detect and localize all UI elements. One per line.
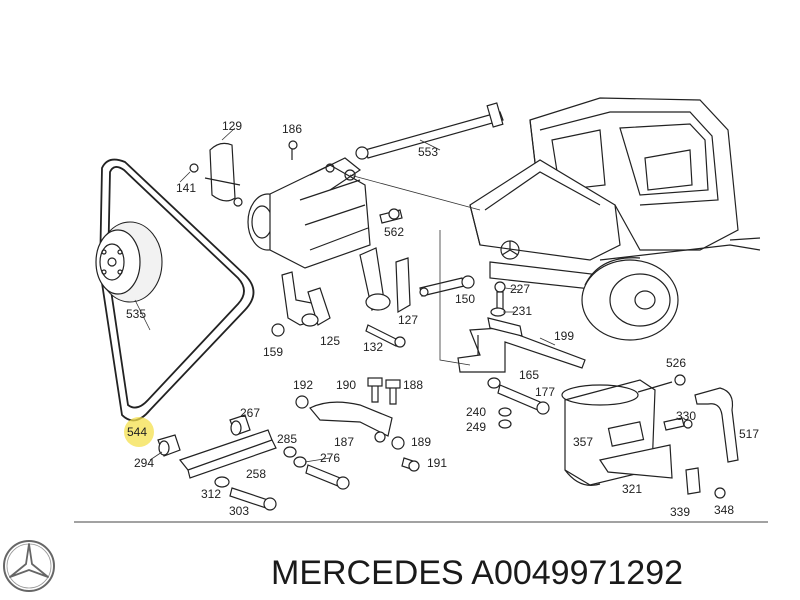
label-553: 553 [418, 145, 438, 159]
label-191: 191 [427, 456, 447, 470]
label-330: 330 [676, 409, 696, 423]
label-132: 132 [363, 340, 383, 354]
label-199: 199 [554, 329, 574, 343]
bracket-199 [439, 230, 586, 373]
receiver-drier-357 [561, 374, 739, 499]
label-285: 285 [277, 432, 297, 446]
label-258: 258 [246, 467, 266, 481]
tensioner-187 [295, 377, 405, 450]
label-150: 150 [455, 292, 475, 306]
label-231: 231 [512, 304, 532, 318]
label-303: 303 [229, 504, 249, 518]
label-339: 339 [670, 505, 690, 519]
label-267: 267 [240, 406, 260, 420]
label-276: 276 [320, 451, 340, 465]
label-526: 526 [666, 356, 686, 370]
label-348: 348 [714, 503, 734, 517]
label-127: 127 [398, 313, 418, 327]
label-187: 187 [334, 435, 354, 449]
brand-part-number: MERCEDES A0049971292 [271, 554, 683, 592]
ac-compressor [247, 140, 371, 269]
label-125: 125 [320, 334, 340, 348]
label-517: 517 [739, 427, 759, 441]
label-186: 186 [282, 122, 302, 136]
part-number-labels: 129 186 553 141 562 535 150 227 231 127 … [126, 119, 759, 519]
label-177: 177 [535, 385, 555, 399]
label-159: 159 [263, 345, 283, 359]
truck-illustration [469, 97, 761, 341]
adjusting-plate-285 [157, 414, 420, 511]
label-188: 188 [403, 378, 423, 392]
label-249: 249 [466, 420, 486, 434]
label-562: 562 [384, 225, 404, 239]
bolt-562 [379, 208, 403, 224]
label-129: 129 [222, 119, 242, 133]
label-240: 240 [466, 405, 486, 419]
label-357: 357 [573, 435, 593, 449]
label-294: 294 [134, 456, 154, 470]
bolt-177 [487, 377, 550, 429]
label-321: 321 [622, 482, 642, 496]
label-141: 141 [176, 181, 196, 195]
mercedes-star-icon [3, 540, 55, 592]
pulley-535 [95, 221, 163, 303]
bracket-129 [179, 127, 243, 207]
label-165: 165 [519, 368, 539, 382]
label-227: 227 [510, 282, 530, 296]
label-190: 190 [336, 378, 356, 392]
label-189: 189 [411, 435, 431, 449]
label-535: 535 [126, 307, 146, 321]
bolt-553 [355, 102, 504, 160]
highlight-544 [124, 417, 154, 447]
label-544: 544 [127, 425, 147, 439]
brackets-125-127 [271, 247, 411, 348]
label-312: 312 [201, 487, 221, 501]
bolt-150 [419, 275, 475, 297]
label-192: 192 [293, 378, 313, 392]
